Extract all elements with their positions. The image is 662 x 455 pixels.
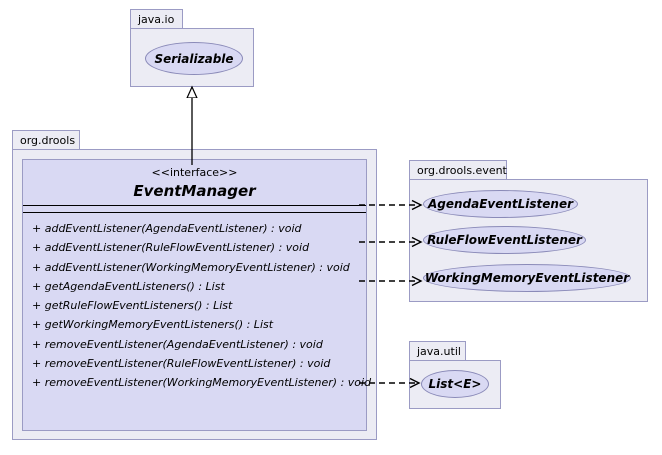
interface-agenda-event-listener-label: AgendaEventListener [427,197,574,211]
package-java-io-tab: java.io [130,9,183,29]
interface-serializable-label: Serializable [154,51,234,66]
package-org-drools-tab: org.drools [12,130,80,150]
operation-row[interactable]: + removeEventListener(AgendaEventListene… [23,335,366,354]
operation-signature: addEventListener(RuleFlowEventListener) … [44,241,310,255]
operation-signature: removeEventListener(AgendaEventListener)… [44,337,323,351]
class-event-manager-name: EventManager [133,182,256,200]
class-event-manager-operations: + addEventListener(AgendaEventListener) … [23,213,371,399]
operation-visibility: + [32,279,42,293]
operation-row[interactable]: + addEventListener(RuleFlowEventListener… [23,238,366,257]
operation-visibility: + [32,260,42,274]
class-event-manager-stereotype: <<interface>> [151,166,238,179]
class-separator-attributes [23,205,366,206]
interface-serializable[interactable]: Serializable [145,42,243,75]
operation-signature: getAgendaEventListeners() : List [44,279,225,293]
interface-rule-flow-event-listener[interactable]: RuleFlowEventListener [423,226,586,254]
operation-row[interactable]: + addEventListener(AgendaEventListener) … [23,219,366,238]
operation-visibility: + [32,357,42,371]
interface-working-memory-event-listener-label: WorkingMemoryEventListener [424,271,630,285]
package-java-util[interactable]: java.util List<E> [409,341,501,409]
operation-row[interactable]: + addEventListener(WorkingMemoryEventLis… [23,258,366,277]
operation-visibility: + [32,376,42,390]
package-org-drools[interactable]: org.drools <<interface>> EventManager + … [12,130,377,440]
class-event-manager[interactable]: <<interface>> EventManager + addEventLis… [22,159,371,431]
operation-visibility: + [32,337,42,351]
operation-visibility: + [32,318,42,332]
operation-row[interactable]: + getRuleFlowEventListeners() : List [23,296,366,315]
class-separator-operations [23,212,366,213]
operation-signature: addEventListener(AgendaEventListener) : … [44,222,302,235]
operation-visibility: + [32,241,42,255]
operation-signature: getRuleFlowEventListeners() : List [44,299,233,313]
operation-signature: removeEventListener(RuleFlowEventListene… [44,357,331,371]
operation-signature: getWorkingMemoryEventListeners() : List [44,318,274,332]
package-java-util-tab: java.util [409,341,466,361]
package-org-drools-event[interactable]: org.drools.event AgendaEventListener Rul… [409,160,648,302]
interface-agenda-event-listener[interactable]: AgendaEventListener [423,190,578,218]
operation-signature: removeEventListener(WorkingMemoryEventLi… [44,376,372,390]
class-event-manager-header: <<interface>> EventManager [23,160,366,205]
package-java-io[interactable]: java.io Serializable [130,9,254,87]
interface-working-memory-event-listener[interactable]: WorkingMemoryEventListener [423,264,631,292]
operation-visibility: + [32,222,42,235]
operation-row[interactable]: + removeEventListener(RuleFlowEventListe… [23,354,366,373]
interface-rule-flow-event-listener-label: RuleFlowEventListener [427,233,582,247]
operation-row[interactable]: + getAgendaEventListeners() : List [23,277,366,296]
operation-row[interactable]: + removeEventListener(WorkingMemoryEvent… [23,373,371,392]
interface-list-label: List<E> [428,377,482,391]
operation-visibility: + [32,299,42,313]
operation-row[interactable]: + getWorkingMemoryEventListeners() : Lis… [23,315,366,334]
package-org-drools-event-tab: org.drools.event [409,160,507,180]
operation-signature: addEventListener(WorkingMemoryEventListe… [44,260,350,274]
interface-list[interactable]: List<E> [421,370,489,398]
